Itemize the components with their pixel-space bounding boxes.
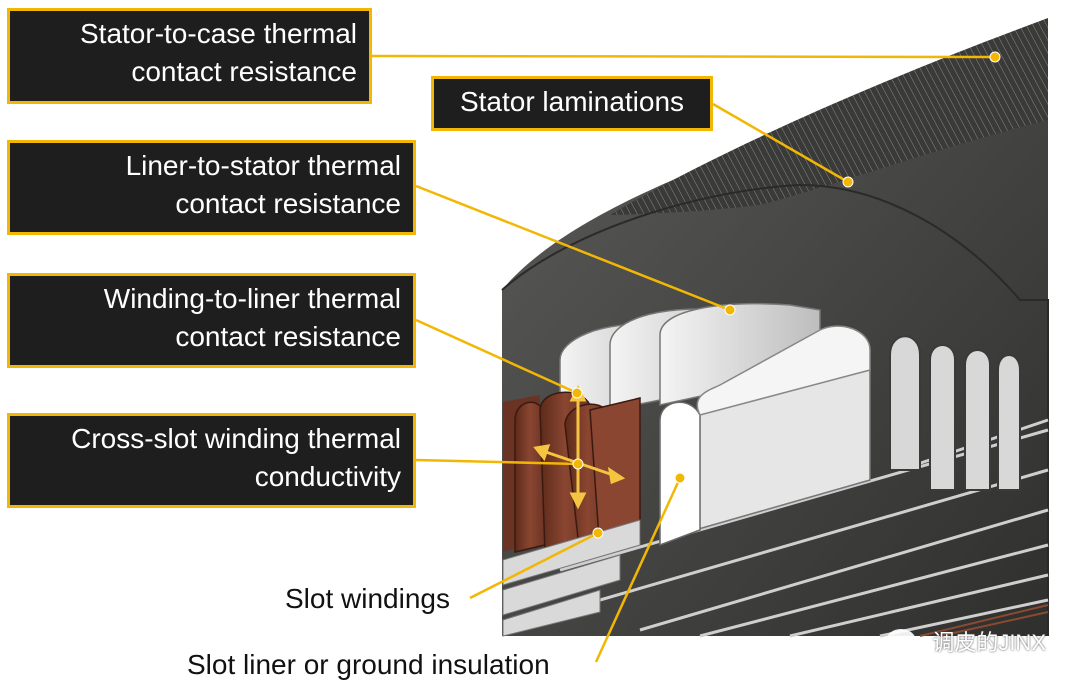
slot-liners bbox=[559, 303, 871, 547]
label-winding-liner-line2: contact resistance bbox=[175, 321, 401, 352]
label-winding-liner: Winding-to-liner thermal contact resista… bbox=[7, 273, 416, 368]
label-stator-case-line2: contact resistance bbox=[131, 56, 357, 87]
leader-slot-liner bbox=[594, 477, 682, 663]
label-stator-case-line1: Stator-to-case thermal bbox=[80, 18, 357, 49]
label-liner-stator: Liner-to-stator thermal contact resistan… bbox=[7, 140, 416, 235]
leader-liner-stator bbox=[415, 184, 731, 312]
label-winding-liner-line1: Winding-to-liner thermal bbox=[103, 283, 401, 314]
label-cross-slot-line1: Cross-slot winding thermal bbox=[71, 423, 401, 454]
leader-stator-laminations bbox=[712, 102, 849, 184]
leader-winding-liner bbox=[415, 318, 578, 395]
label-liner-stator-line1: Liner-to-stator thermal bbox=[125, 150, 401, 181]
front-layers bbox=[502, 519, 641, 637]
leader-lines bbox=[371, 54, 996, 663]
cross-slot-arrows bbox=[533, 384, 626, 510]
label-stator-case: Stator-to-case thermal contact resistanc… bbox=[7, 8, 372, 104]
label-cross-slot-line2: conductivity bbox=[254, 461, 401, 492]
watermark: 调皮的JINX bbox=[886, 625, 1046, 657]
label-stator-laminations: Stator laminations bbox=[431, 76, 713, 131]
label-stator-laminations-text: Stator laminations bbox=[459, 86, 685, 117]
watermark-text: 调皮的JINX bbox=[932, 630, 1046, 655]
leader-dots bbox=[571, 51, 1001, 539]
leader-cross-slot bbox=[415, 458, 579, 466]
label-slot-windings: Slot windings bbox=[285, 583, 450, 614]
label-cross-slot: Cross-slot winding thermal conductivity bbox=[7, 413, 416, 508]
label-slot-liner: Slot liner or ground insulation bbox=[187, 649, 550, 680]
stator-laminations-surface bbox=[610, 18, 1048, 215]
chat-bubble-icon bbox=[886, 629, 925, 653]
leader-slot-windings bbox=[469, 531, 599, 600]
leader-stator-case bbox=[371, 54, 996, 59]
label-liner-stator-line2: contact resistance bbox=[175, 188, 401, 219]
